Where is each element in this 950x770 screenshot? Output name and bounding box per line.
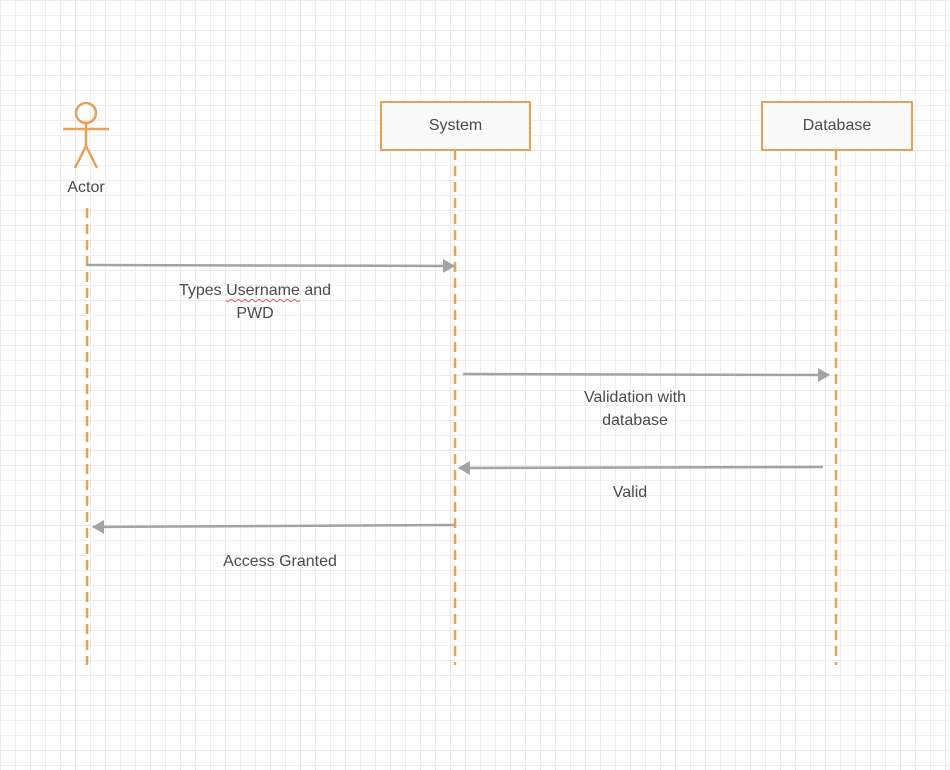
message-label-validation: Validation with database <box>535 386 735 432</box>
message-label-validation-line2: database <box>602 412 668 429</box>
message-label-valid: Valid <box>612 484 648 501</box>
actor-left-leg <box>73 145 88 169</box>
actor-stick-figure-icon <box>63 101 109 169</box>
actor-right-leg <box>84 145 99 169</box>
message-label-access-granted: Access Granted <box>223 553 337 570</box>
message-arrow-valid[interactable] <box>458 460 824 475</box>
message-label-credentials-word: Username <box>226 282 300 299</box>
participant-system-box[interactable]: System <box>380 101 531 151</box>
message-arrow-credentials[interactable] <box>86 258 455 273</box>
message-label-credentials-prefix: Types <box>178 282 227 299</box>
participant-database-label: Database <box>802 117 872 134</box>
message-label-credentials: Types Username and PWD <box>155 279 355 325</box>
message-arrow-access-granted[interactable] <box>92 519 455 534</box>
actor-label: Actor <box>67 179 105 196</box>
message-arrow-validation[interactable] <box>462 367 830 382</box>
message-label-credentials-line2: PWD <box>236 305 274 322</box>
actor-head <box>74 101 98 125</box>
message-label-credentials-suffix: and <box>299 282 332 299</box>
participant-database-box[interactable]: Database <box>761 101 913 151</box>
participant-system-label: System <box>428 117 483 134</box>
message-label-validation-line1: Validation with <box>584 389 686 406</box>
